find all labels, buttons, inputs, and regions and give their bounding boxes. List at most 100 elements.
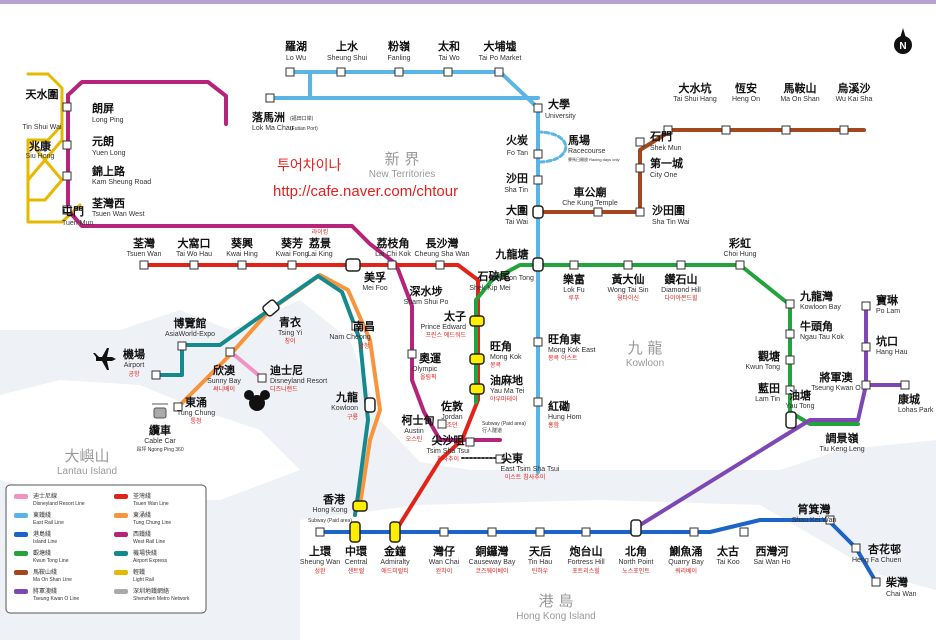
label-wu-kai-sha-en: Wu Kai Sha	[836, 96, 873, 103]
label-kowloon-tong-zh: 九龍塘	[495, 247, 529, 261]
legend-swatch	[14, 551, 28, 556]
label-sai-wan-ho-zh: 西灣河	[756, 544, 789, 558]
label-tsuen-wan-zh: 荃灣	[133, 236, 155, 250]
legend-label-en: Tsuen Wan Line	[133, 501, 169, 507]
label-ngau-tau-kok-en: Ngau Tau Kok	[800, 334, 844, 341]
legend-swatch	[114, 532, 128, 537]
label-causeway-bay-kr: 코즈웨이베이	[475, 567, 508, 575]
racecourse-loop	[536, 130, 568, 164]
label-asiaworld-en: AsiaWorld-Expo	[165, 331, 215, 338]
label-kowloon-tong-en: Kowloon Tong	[490, 275, 534, 282]
label-sha-tin-en: Sha Tin	[504, 187, 528, 194]
legend-swatch	[14, 513, 28, 518]
legend-label-en: Ma On Shan Line	[33, 577, 72, 583]
label-admiralty-kr: 애드미럴티	[381, 567, 409, 575]
label-east-tsim-sha-tsui-kr: 이스트 침사추이	[505, 473, 546, 481]
legend-label-zh: 深圳地鐵網絡	[133, 587, 169, 595]
label-mong-kok-east-zh: 旺角東	[548, 332, 582, 346]
label-heng-fa-chuen-zh: 杏花邨	[867, 542, 901, 556]
station-ticks	[62, 67, 910, 587]
label-north-point-kr: 노스포인트	[622, 568, 650, 575]
label-lohas-park-en: Lohas Park	[898, 407, 934, 414]
label-quarry-bay-kr: 쿼리베이	[675, 567, 697, 575]
label-fortress-hill-en: Fortress Hill	[567, 559, 605, 566]
label-wong-tai-sin-zh: 黃大仙	[611, 272, 645, 286]
label-subway-note-zh: 行人隧道	[482, 427, 502, 434]
label-yau-ma-tei-kr: 야우마테이	[490, 395, 518, 403]
label-lo-wu-zh: 羅湖	[285, 39, 307, 53]
label-university-en: University	[545, 113, 576, 120]
legend-swatch	[14, 589, 28, 594]
label-tsing-yi-zh: 青衣	[279, 315, 302, 329]
label-yau-tong-zh: 油塘	[789, 388, 811, 402]
west-rail-upper	[66, 80, 228, 126]
legend-label-en: Kwun Tong Line	[33, 558, 69, 564]
label-che-kung-temple-zh: 車公廟	[574, 185, 607, 199]
label-kam-sheung-road-zh: 錦上路	[92, 164, 126, 178]
label-yau-tong-en: Yau Tong	[786, 403, 815, 410]
label-disneyland-en: Disneyland Resort	[270, 378, 327, 385]
label-tiu-keng-leng-en: Tiu Keng Leng	[819, 446, 864, 453]
label-heng-on-zh: 恆安	[735, 81, 757, 95]
label-mei-foo-en: Mei Foo	[362, 285, 387, 292]
label-fanling-en: Fanling	[388, 55, 411, 62]
label-kowloon-bay-zh: 九龍灣	[799, 289, 833, 303]
region-new-territories-zh: 新 界	[385, 150, 420, 168]
region-hk-island-en: Hong Kong Island	[516, 611, 596, 622]
label-sheung-shui-zh: 上水	[336, 39, 359, 53]
label-wan-chai-zh: 灣仔	[433, 544, 455, 558]
label-po-lam-zh: 寶琳	[876, 293, 899, 307]
ma-on-shan-line	[536, 128, 866, 214]
label-disneyland-zh: 迪士尼	[270, 363, 303, 377]
label-jordan-en: Jordan	[441, 414, 463, 421]
label-fortress-hill-kr: 포트리스힐	[572, 567, 600, 575]
label-wong-tai-sin-kr: 웡타이신	[617, 294, 639, 302]
label-tai-shui-hang-en: Tai Shui Hang	[673, 96, 717, 103]
label-mong-kok-zh: 旺角	[490, 339, 512, 353]
label-chai-wan-zh: 柴灣	[885, 575, 908, 589]
legend-label-zh: 輕鐵	[133, 568, 145, 576]
label-tsing-yi-kr: 칭이	[284, 337, 295, 345]
label-tai-koo-zh: 太古	[716, 544, 739, 558]
label-lai-king-zh: 荔景	[308, 236, 331, 250]
label-tuen-mun-en: Tuen Mun	[62, 220, 93, 227]
disneyland-line	[230, 351, 264, 380]
legend-label-zh: 東涌綫	[133, 511, 151, 519]
label-airport-zh: 機場	[123, 347, 145, 361]
legend-label-zh: 馬鞍山綫	[33, 568, 57, 576]
label-tseung-kwan-o-en: Tseung Kwan O	[811, 385, 861, 392]
label-wong-tai-sin-en: Wong Tai Sin	[608, 287, 649, 294]
label-asiaworld-zh: 博覽館	[174, 316, 207, 330]
label-olympic-kr: 올림픽	[420, 373, 437, 381]
legend-label-zh: 機場快綫	[133, 549, 157, 557]
legend-label-zh: 觀塘綫	[33, 549, 51, 557]
label-kwai-fong-zh: 葵芳	[280, 236, 303, 250]
label-lai-king-en: Lai King	[307, 251, 332, 258]
label-tai-shui-hang-zh: 大水坑	[679, 81, 712, 95]
legend-label-en: Airport Express	[133, 558, 168, 564]
label-kwun-tong-zh: 觀塘	[758, 349, 780, 363]
label-lok-fu-kr: 루푸	[568, 295, 580, 302]
label-quarry-bay-en: Quarry Bay	[668, 559, 704, 566]
label-shek-kip-mei-zh: 石硤尾	[477, 269, 511, 283]
label-tsuen-wan-west-en: Tsuen Wan West	[92, 211, 145, 218]
label-tai-wo-hau-en: Tai Wo Hau	[176, 251, 212, 258]
label-central-zh: 中環	[345, 544, 368, 558]
airport-express-line	[154, 274, 370, 517]
label-mong-kok-east-kr: 몽콕 이스트	[548, 354, 578, 362]
region-hk-island-zh: 港 島	[539, 592, 574, 610]
label-kwai-hing-zh: 葵興	[230, 236, 253, 250]
label-fo-tan-zh: 火炭	[506, 133, 528, 147]
label-sheung-wan-zh: 上環	[309, 544, 332, 558]
land-hk-island	[300, 500, 936, 640]
label-yuen-long-zh: 元朗	[92, 134, 114, 148]
label-tsuen-wan-en: Tsuen Wan	[127, 251, 162, 258]
label-causeway-bay-zh: 銅鑼灣	[476, 544, 509, 558]
label-kowloon-zh: 九龍	[335, 390, 358, 404]
label-po-lam-en: Po Lam	[876, 308, 900, 315]
label-hk-subway-note: Subway (Paid area)	[308, 518, 352, 524]
label-admiralty-zh: 金鐘	[383, 544, 406, 558]
label-racecourse-zh: 馬場	[568, 133, 590, 147]
